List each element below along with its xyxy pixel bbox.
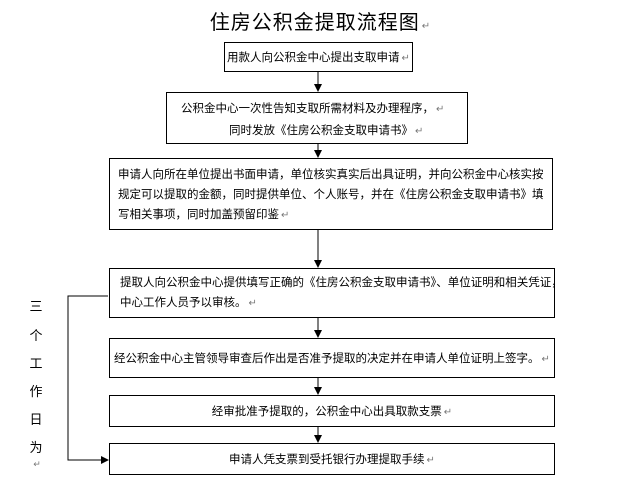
step-5-line-1: 经公积金中心主管领导审查后作出是否准予提取的决定并在申请人单位证明上签字。↵ bbox=[114, 351, 550, 365]
step-3-box: 申请人向所在单位提出书面申请，单位核实真实后出具证明，并向公积金中心核实按 规定… bbox=[109, 158, 553, 230]
step-4-box: 提取人向公积金中心提供填写正确的《住房公积金支取申请书》、单位证明和相关凭证， … bbox=[109, 268, 563, 318]
step-4-line-1: 提取人向公积金中心提供填写正确的《住房公积金支取申请书》、单位证明和相关凭证， bbox=[120, 275, 563, 289]
side-note-char-2: 个 bbox=[29, 329, 43, 344]
step-7-box: 申请人凭支票到受托银行办理提取手续↵ bbox=[109, 443, 555, 475]
step-7-line-1: 申请人凭支票到受托银行办理提取手续↵ bbox=[229, 452, 435, 466]
step-6-line-1: 经审批准予提取的，公积金中心出具取款支票↵ bbox=[211, 404, 453, 418]
step-1-box: 用款人向公积金中心提出支取申请↵ bbox=[224, 42, 413, 72]
step-4-line-2: 中心工作人员予以审核。↵ bbox=[120, 295, 257, 309]
step-5-box: 经公积金中心主管领导审查后作出是否准予提取的决定并在申请人单位证明上签字。↵ bbox=[109, 338, 555, 378]
side-note-char-1: 三 bbox=[29, 300, 43, 315]
side-note-char-6: 为↵ bbox=[29, 441, 43, 470]
paragraph-mark-icon: ↵ bbox=[421, 21, 432, 32]
step-2-box: 公积金中心一次性告知支取所需材料及办理程序，↵ 同时发放《住房公积金支取申请书》… bbox=[166, 92, 468, 144]
side-note-char-3: 工 bbox=[29, 357, 43, 372]
step-6-box: 经审批准予提取的，公积金中心出具取款支票↵ bbox=[109, 395, 555, 427]
page-title: 住房公积金提取流程图↵ bbox=[209, 10, 432, 34]
step-2-line-2: 同时发放《住房公积金支取申请书》↵ bbox=[229, 123, 424, 137]
step-1-line-1: 用款人向公积金中心提出支取申请↵ bbox=[227, 50, 410, 64]
step-3-line-3: 写相关事项，同时加盖预留印鉴↵ bbox=[118, 207, 290, 221]
step-3-line-2: 规定可以提取的金额，同时提供单位、个人账号，并在《住房公积金支取申请书》填 bbox=[118, 187, 544, 201]
step-2-line-1: 公积金中心一次性告知支取所需材料及办理程序，↵ bbox=[181, 101, 445, 115]
bracket-arrow bbox=[67, 295, 109, 464]
side-note-char-5: 日 bbox=[29, 413, 43, 428]
side-note-char-4: 作 bbox=[29, 385, 43, 400]
step-3-line-1: 申请人向所在单位提出书面申请，单位核实真实后出具证明，并向公积金中心核实按 bbox=[118, 167, 544, 181]
